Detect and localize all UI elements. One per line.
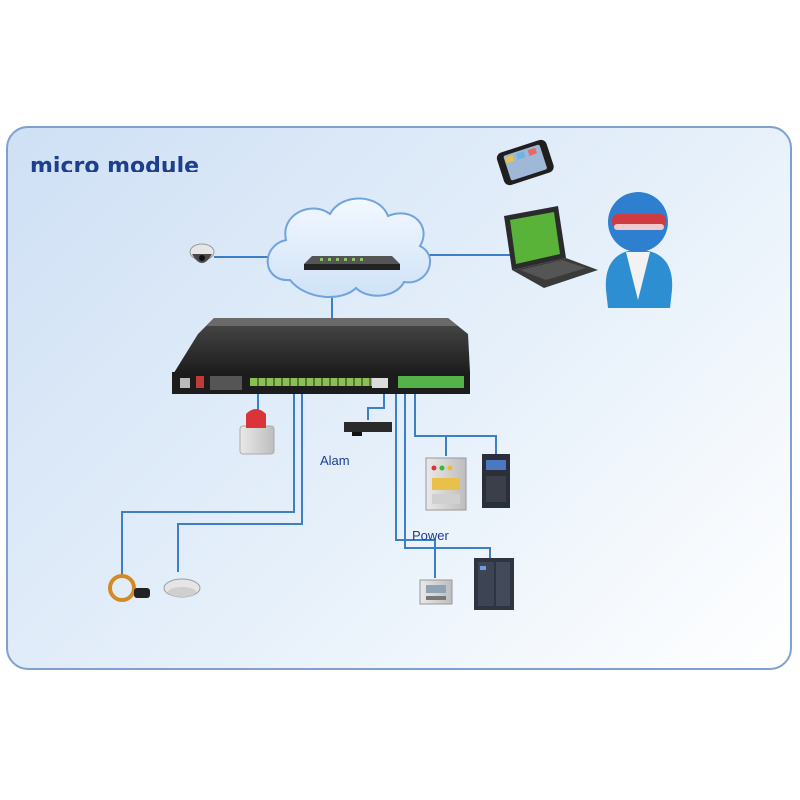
- door-sensor-icon: [344, 422, 392, 436]
- diagram-title: micro module: [30, 154, 200, 172]
- dome-camera-icon: [189, 243, 215, 263]
- ups-cabinet-icon: [482, 454, 510, 508]
- air-conditioner-icon: [474, 558, 514, 610]
- wire-host-smoke-detector: [177, 392, 303, 572]
- wire-host-ups: [414, 392, 497, 456]
- alarm-siren-icon: [239, 409, 275, 455]
- wire-host-meter: [395, 392, 436, 578]
- power-label: Power: [412, 528, 450, 543]
- wire-host-ac: [404, 392, 491, 558]
- smartphone-icon: [496, 139, 554, 186]
- monitoring-host-icon: [172, 318, 470, 394]
- alarm-label: Alam: [320, 453, 350, 468]
- cloud-icon: [266, 197, 432, 298]
- wire-host-door-sensor: [367, 390, 385, 420]
- laptop-icon: [504, 206, 598, 288]
- network-switch-icon: [304, 256, 400, 270]
- meter-icon: [419, 579, 453, 605]
- power-cabinet-icon: [425, 457, 467, 511]
- user-avatar-icon: [605, 192, 673, 308]
- smoke-detector-icon: [163, 578, 201, 598]
- connection-wires: [121, 254, 510, 578]
- leak-sensor-icon: [108, 574, 150, 602]
- wire-host-leak-sensor: [121, 392, 295, 578]
- wire-host-power-cabinet: [415, 435, 447, 456]
